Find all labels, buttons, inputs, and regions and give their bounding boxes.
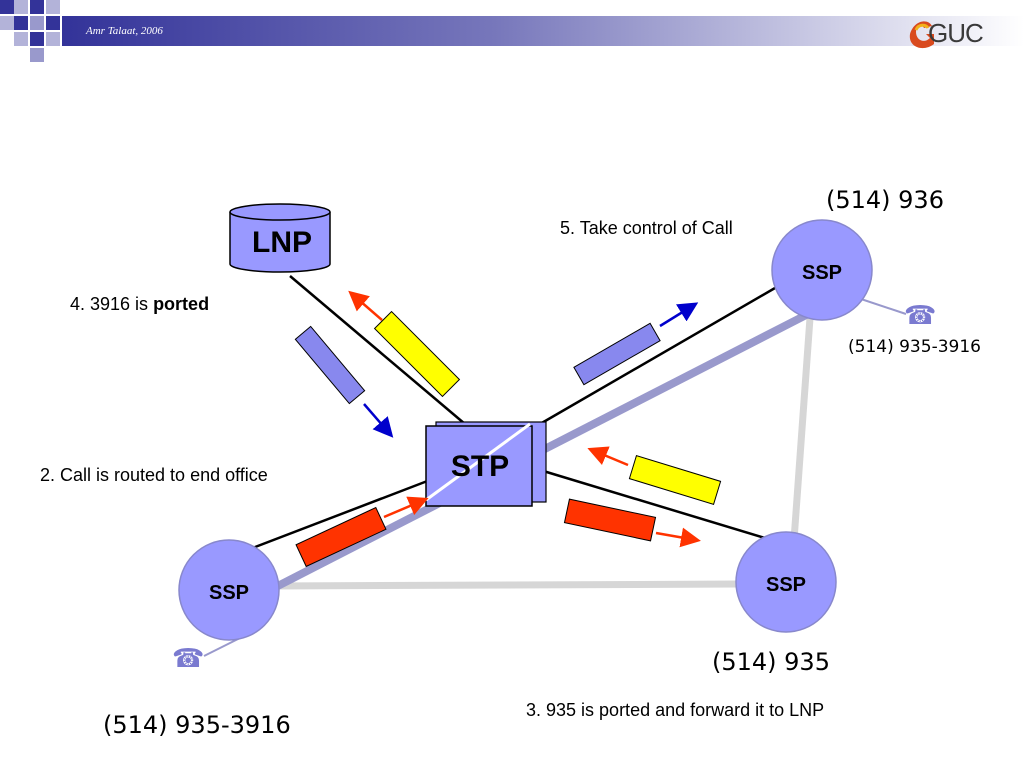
trunk-line — [269, 580, 741, 590]
signaling-link — [289, 275, 466, 425]
signaling-link — [249, 478, 431, 551]
step-4-text: 4. 3916 is — [70, 294, 154, 314]
step-3-label: 3. 935 is ported and forward it to LNP — [526, 700, 825, 720]
number-514-935: (514) 935 — [712, 648, 830, 676]
message-red-stp — [563, 498, 657, 542]
ssp-node-bottom-right — [735, 531, 837, 633]
logo-text: GUC — [928, 18, 984, 48]
step-5-label: 5. Take control of Call — [560, 218, 733, 238]
arrow-blue-icon — [659, 302, 699, 328]
message-blue-ssp — [573, 322, 661, 386]
lnp-label: LNP — [252, 226, 312, 259]
arrow-red-icon — [587, 446, 629, 467]
number-514-936: (514) 936 — [826, 186, 944, 214]
guc-logo-icon — [909, 21, 934, 49]
arrow-blue-icon — [363, 403, 394, 438]
message-yellow-stp — [628, 455, 722, 505]
header-banner — [0, 0, 1024, 62]
signaling-link — [539, 286, 776, 426]
ssp-label: SSP — [766, 574, 806, 596]
arrow-red-icon — [348, 290, 383, 321]
step-4-bold: ported — [153, 294, 210, 314]
stp-label: STP — [451, 450, 509, 483]
signaling-link — [539, 468, 766, 540]
trunk-line — [790, 317, 814, 541]
phone-number-top-right: (514) 935-3916 — [848, 337, 981, 357]
arrow-red-icon — [655, 527, 701, 548]
ssp-label: SSP — [802, 262, 842, 284]
author-credit: Amr Talaat, 2006 — [86, 25, 163, 37]
step-4-label: 4. 3916 is ported — [70, 294, 209, 315]
telephone-icon: ☎ — [172, 643, 205, 673]
telephone-icon: ☎ — [904, 300, 937, 330]
message-blue-lnp — [294, 325, 366, 405]
lnp-database — [229, 203, 331, 273]
step-2-label: 2. Call is routed to end office — [40, 465, 268, 485]
message-red-left — [295, 506, 387, 568]
ssp-node-top-right — [771, 219, 873, 321]
ssp-label: SSP — [209, 582, 249, 604]
message-yellow-lnp — [373, 310, 461, 398]
arrow-red-icon — [383, 496, 429, 519]
phone-wire — [203, 637, 241, 657]
stp-node — [425, 421, 547, 507]
phone-number-bottom-left: (514) 935-3916 — [103, 711, 291, 739]
ssp-node-bottom-left — [178, 539, 280, 641]
